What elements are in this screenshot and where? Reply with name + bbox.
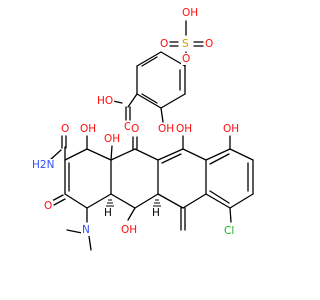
bond	[53, 198, 66, 206]
bond-inner	[141, 93, 158, 104]
atom-label-o: O	[205, 38, 213, 50]
bond	[136, 93, 162, 109]
bond	[205, 148, 231, 161]
atom-label-n: N	[82, 224, 90, 236]
bond	[127, 93, 138, 108]
atom-label-cl: Cl	[224, 225, 234, 237]
bond	[110, 145, 113, 161]
atom-label-h: H	[104, 207, 112, 219]
atom-label-h: H	[152, 207, 160, 219]
bond	[134, 193, 159, 209]
label-halo	[103, 207, 113, 219]
label-halo	[123, 121, 134, 133]
label-halo	[79, 123, 98, 135]
molecule-diagram: OH O S O O HO O OH O H2N OH OH O OH OH O…	[31, 7, 254, 251]
label-halo	[103, 133, 122, 145]
bond-inner	[141, 56, 158, 67]
atom-labels: OH O S O O HO O OH O H2N OH OH O OH OH O…	[31, 7, 241, 237]
label-halo	[222, 123, 241, 135]
atom-label-ho: HO	[97, 95, 113, 107]
bond	[182, 193, 207, 209]
label-halo	[151, 207, 161, 219]
label-halo	[181, 38, 190, 50]
atom-label-oh: OH	[176, 123, 192, 135]
bond-lines	[49, 20, 254, 251]
bond	[160, 93, 186, 109]
bond	[110, 148, 136, 161]
bond	[110, 193, 136, 209]
stereo-hash-bonds	[106, 199, 161, 207]
bond	[205, 193, 231, 209]
label-halo	[159, 38, 170, 50]
bond-inner	[161, 153, 182, 164]
bond	[229, 193, 254, 209]
atom-label-h2n: H2N	[32, 159, 54, 171]
label-halo	[204, 38, 215, 50]
bond	[64, 148, 88, 161]
bond	[157, 148, 184, 161]
label-halo	[181, 7, 200, 19]
atom-label-s: S	[182, 38, 189, 50]
bond	[134, 148, 159, 161]
bond	[66, 229, 83, 234]
bond	[127, 207, 136, 221]
bond	[51, 194, 64, 202]
label-halo	[223, 225, 236, 237]
label-halo	[96, 95, 115, 107]
label-halo	[130, 123, 141, 135]
label-halo	[31, 159, 56, 171]
atom-label-oh: OH	[223, 123, 239, 135]
label-halo	[60, 123, 71, 135]
atom-label-o: O	[182, 53, 190, 65]
atom-label-o: O	[160, 38, 168, 50]
bond	[157, 193, 184, 209]
bond	[64, 193, 88, 209]
chemical-structure-canvas: OH O S O O HO O OH O H2N OH OH O OH OH O…	[31, 7, 254, 251]
bond	[112, 100, 123, 104]
atom-label-oh: OH	[80, 123, 96, 135]
atom-label-oh: OH	[182, 7, 198, 19]
label-halo	[181, 53, 192, 65]
bond	[136, 51, 162, 67]
label-halo	[120, 224, 139, 236]
bond	[160, 107, 164, 123]
atom-label-oh: OH	[104, 133, 120, 145]
bond	[229, 148, 254, 161]
label-halo	[43, 200, 54, 212]
atom-label-o: O	[61, 123, 69, 135]
bond	[182, 148, 207, 161]
atom-label-o: O	[131, 123, 139, 135]
atom-label-o: O	[124, 121, 132, 133]
bond-inner	[209, 190, 230, 204]
atom-label-oh: OH	[121, 224, 137, 236]
bond-inner	[209, 153, 230, 165]
atom-label-oh: OH	[158, 123, 174, 135]
bond	[86, 193, 112, 209]
bond	[86, 148, 112, 161]
atom-label-o: O	[44, 200, 52, 212]
bond	[49, 149, 62, 161]
bond	[229, 207, 232, 223]
label-halo	[81, 224, 91, 236]
bond	[88, 235, 92, 251]
label-halo	[175, 123, 194, 135]
label-halo	[157, 123, 176, 135]
